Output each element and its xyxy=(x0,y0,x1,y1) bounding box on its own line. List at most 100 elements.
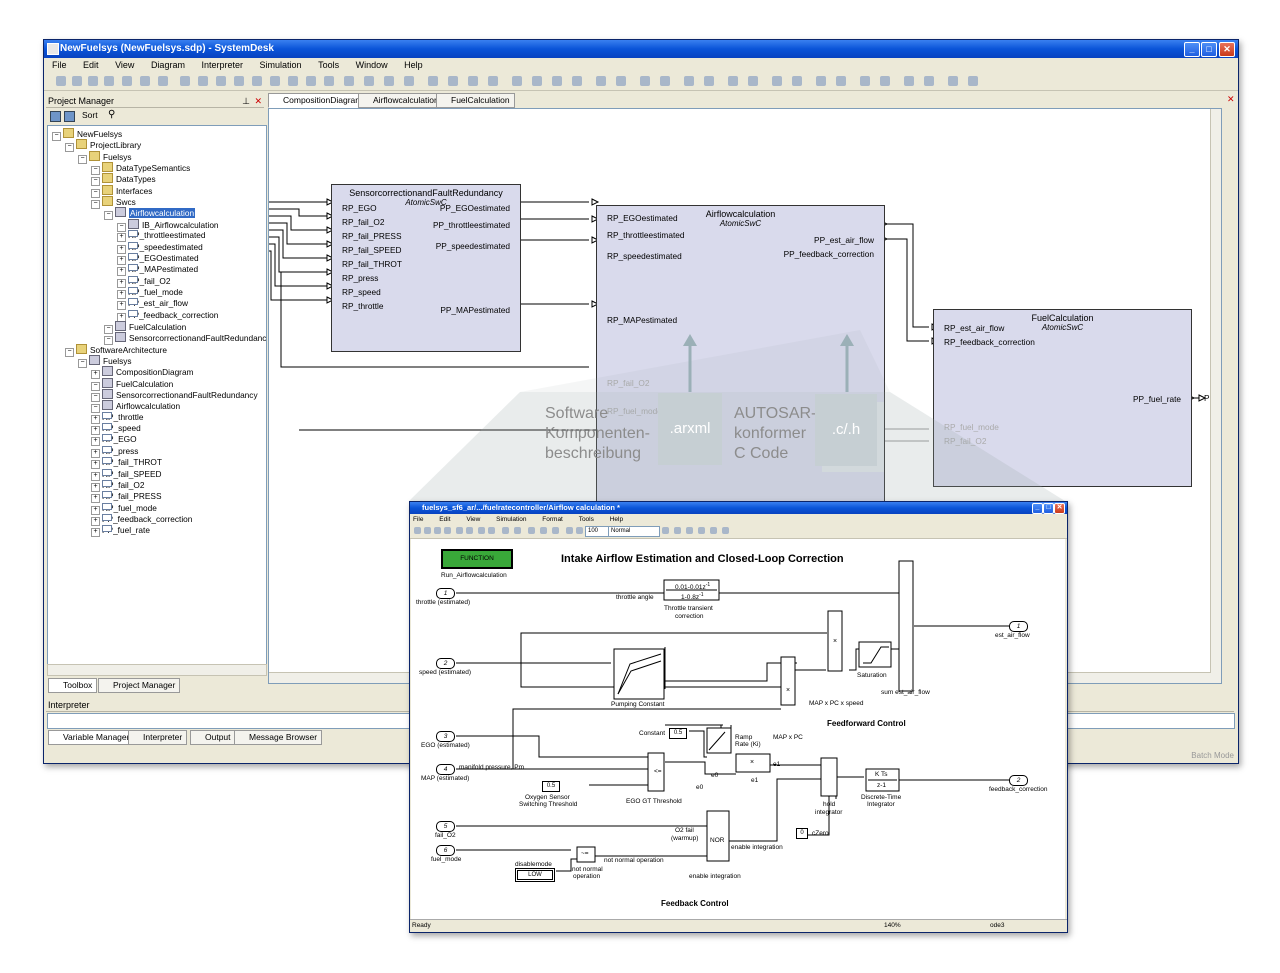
tree-node[interactable]: +RP_fail_O2 xyxy=(91,479,144,492)
simulink-close-button[interactable]: ✕ xyxy=(1054,503,1065,514)
toolbar-icon[interactable] xyxy=(444,527,451,534)
inport-1[interactable]: 1 xyxy=(436,588,455,599)
simulink-maximize-button[interactable]: □ xyxy=(1043,503,1054,514)
tree-node[interactable]: −SoftwareArchitecture xyxy=(65,343,167,357)
port[interactable]: RP_press xyxy=(342,273,379,283)
toolbar-icon[interactable] xyxy=(466,527,473,534)
toolbar-icon[interactable] xyxy=(478,527,485,534)
toolbar-icon[interactable] xyxy=(660,76,670,86)
expand-toggle-icon[interactable]: + xyxy=(91,370,100,380)
tree-node[interactable]: +RP_throttle xyxy=(91,411,144,424)
inport-6[interactable]: 6 xyxy=(436,845,455,856)
expand-toggle-icon[interactable]: − xyxy=(91,404,100,414)
tab-variable-manager[interactable]: Variable Manager xyxy=(48,730,135,745)
port[interactable]: RP_fuel_mode xyxy=(944,422,999,432)
port[interactable]: RP_EGO xyxy=(342,203,377,213)
tree-node[interactable]: +PP_feedback_correction xyxy=(117,309,218,322)
port[interactable]: PP_fuel_rate xyxy=(1133,394,1181,404)
menu-interpreter[interactable]: Interpreter xyxy=(201,60,243,70)
port[interactable]: PP_MAPestimated xyxy=(440,305,510,315)
expand-toggle-icon[interactable]: − xyxy=(65,143,74,153)
tree-node[interactable]: −Interfaces xyxy=(91,184,152,198)
toolbar-icon[interactable] xyxy=(772,76,782,86)
toolbar-icon[interactable] xyxy=(140,76,150,86)
expand-toggle-icon[interactable]: + xyxy=(117,278,126,288)
expand-toggle-icon[interactable]: − xyxy=(104,211,113,221)
collapse-icon[interactable] xyxy=(64,111,75,122)
expand-toggle-icon[interactable]: + xyxy=(91,505,100,515)
toolbar-icon[interactable] xyxy=(528,527,535,534)
toolbar-icon[interactable] xyxy=(434,527,441,534)
toolbar-icon[interactable] xyxy=(576,527,583,534)
expand-toggle-icon[interactable]: + xyxy=(91,414,100,424)
expand-toggle-icon[interactable]: + xyxy=(91,471,100,481)
expand-toggle-icon[interactable]: + xyxy=(117,301,126,311)
block-sensorcorrection[interactable]: SensorcorrectionandFaultRedundancy Atomi… xyxy=(331,184,521,352)
toolbar-icon[interactable] xyxy=(904,76,914,86)
port[interactable]: RP_throttleestimated xyxy=(607,230,685,240)
toolbar-icon[interactable] xyxy=(448,76,458,86)
toolbar-icon[interactable] xyxy=(72,76,82,86)
toolbar-icon[interactable] xyxy=(552,76,562,86)
czero-constant-block[interactable]: 0 xyxy=(796,828,808,839)
tab-project-manager[interactable]: Project Manager xyxy=(98,678,181,693)
sim-menu-tools[interactable]: Tools xyxy=(578,516,594,523)
tree-node[interactable]: −FuelCalculation xyxy=(104,320,186,334)
menu-file[interactable]: File xyxy=(52,60,67,70)
toolbar-icon[interactable] xyxy=(728,76,738,86)
toolbar-icon[interactable] xyxy=(532,76,542,86)
toolbar-icon[interactable] xyxy=(640,76,650,86)
port[interactable]: PP_speedestimated xyxy=(435,241,510,251)
tab-interpreter[interactable]: Interpreter xyxy=(128,730,188,745)
expand-toggle-icon[interactable]: − xyxy=(91,381,100,391)
toolbar-icon[interactable] xyxy=(428,76,438,86)
disablemode-constant-block[interactable]: LOW xyxy=(515,868,555,882)
tree-node[interactable]: +CompositionDiagram xyxy=(91,366,193,380)
toolbar-icon[interactable] xyxy=(684,76,694,86)
port[interactable]: RP_speedestimated xyxy=(607,251,682,261)
toolbar-icon[interactable] xyxy=(216,76,226,86)
inport-3[interactable]: 3 xyxy=(436,731,455,742)
maximize-button[interactable]: □ xyxy=(1201,42,1217,57)
outport-2[interactable]: 2 xyxy=(1009,775,1028,786)
expand-toggle-icon[interactable]: − xyxy=(78,154,87,164)
tree-node[interactable]: +RP_throttleestimated xyxy=(117,230,205,243)
tree-node[interactable]: −DataTypes xyxy=(91,173,156,187)
port[interactable]: RP_est_air_flow xyxy=(944,323,1005,333)
toolbar-icon[interactable] xyxy=(566,527,573,534)
expand-toggle-icon[interactable]: + xyxy=(91,426,100,436)
toolbar-icon[interactable] xyxy=(488,76,498,86)
function-block[interactable]: FUNCTION xyxy=(441,549,513,569)
tree-node[interactable]: +PP_fuel_rate xyxy=(91,525,150,538)
expand-toggle-icon[interactable]: + xyxy=(91,528,100,538)
tree-node[interactable]: +RP_fuel_mode xyxy=(117,286,183,299)
tab-composition-diagram[interactable]: CompositionDiagram xyxy=(268,93,368,108)
toolbar-icon[interactable] xyxy=(468,76,478,86)
binoculars-icon[interactable]: ⚲ xyxy=(108,109,116,120)
toolbar-icon[interactable] xyxy=(324,76,334,86)
sort-button[interactable]: Sort xyxy=(82,110,98,120)
tab-airflowcalculation[interactable]: Airflowcalculation xyxy=(358,93,444,108)
tree-node[interactable]: −ProjectLibrary xyxy=(65,139,141,153)
expand-toggle-icon[interactable]: − xyxy=(91,166,100,176)
toolbar-icon[interactable] xyxy=(880,76,890,86)
tree-node[interactable]: −Fuelsys xyxy=(78,355,132,368)
tree-node[interactable]: −Swcs xyxy=(91,196,136,210)
toolbar-icon[interactable] xyxy=(792,76,802,86)
tree-node[interactable]: −SensorcorrectionandFaultRedundancy xyxy=(91,389,258,403)
port[interactable]: PP_feedback_correction xyxy=(783,249,874,259)
tab-output[interactable]: Output xyxy=(190,730,236,745)
toolbar-icon[interactable] xyxy=(540,527,547,534)
toolbar-icon[interactable] xyxy=(344,76,354,86)
toolbar-icon[interactable] xyxy=(456,527,463,534)
tab-fuelcalculation[interactable]: FuelCalculation xyxy=(436,93,515,108)
menu-tools[interactable]: Tools xyxy=(318,60,340,70)
expand-toggle-icon[interactable]: + xyxy=(117,244,126,254)
port[interactable]: RP_fail_THROT xyxy=(342,259,402,269)
toolbar-icon[interactable] xyxy=(674,527,681,534)
menu-view[interactable]: View xyxy=(115,60,135,70)
tree-node[interactable]: +RP_fail_SPEED xyxy=(91,468,162,481)
toolbar-icon[interactable] xyxy=(710,527,717,534)
expand-toggle-icon[interactable]: − xyxy=(78,359,87,368)
tree-node[interactable]: +RP_EGO xyxy=(91,434,137,447)
